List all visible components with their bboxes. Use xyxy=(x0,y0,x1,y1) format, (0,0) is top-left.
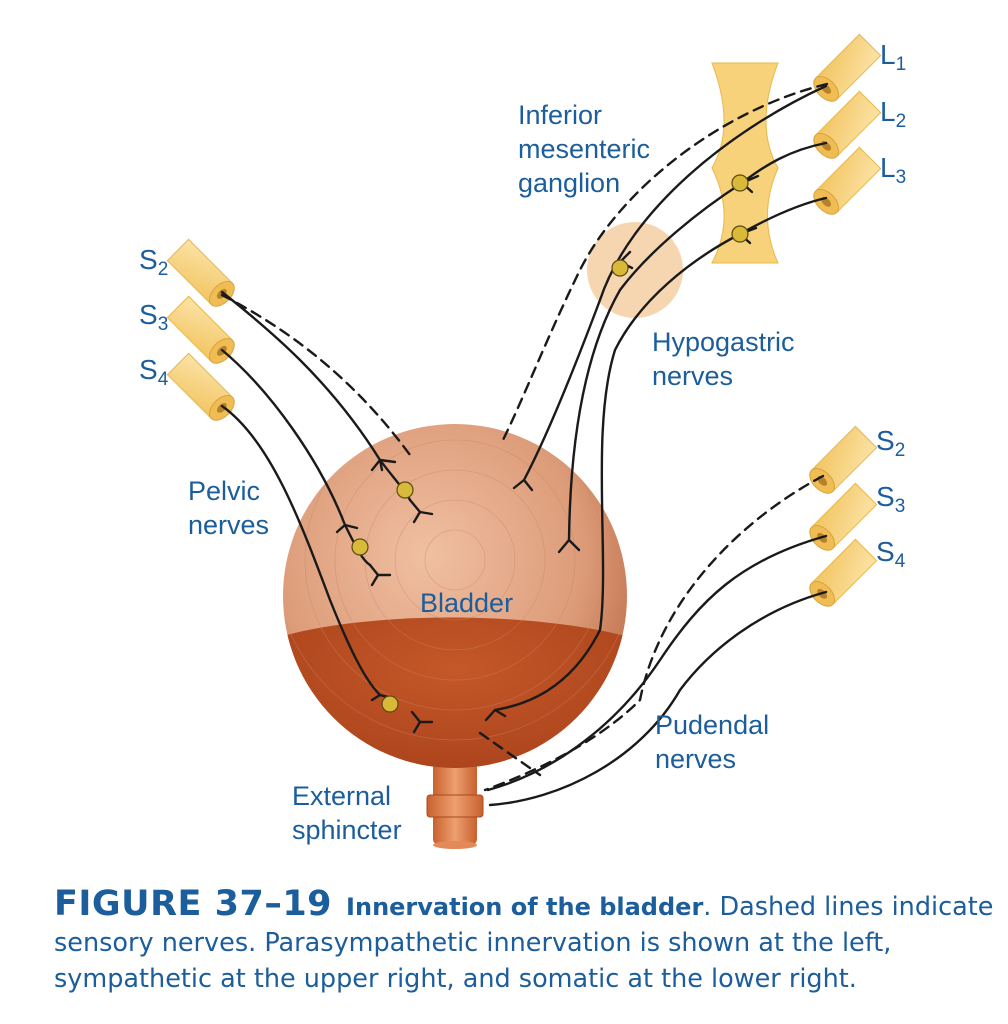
root-right-s2 xyxy=(809,425,878,494)
sympathetic-chain xyxy=(711,62,779,264)
somatic-fiber-s3 xyxy=(486,534,828,792)
external-sphincter-label: External sphincter xyxy=(292,779,402,847)
sensory-fiber-sympathetic xyxy=(501,82,829,442)
label-line: External xyxy=(292,781,392,811)
root-left-s4 xyxy=(166,352,235,421)
bladder-label: Bladder xyxy=(420,588,514,618)
segment-label-l2: L2 xyxy=(880,96,907,133)
label-line: sphincter xyxy=(292,815,402,845)
root-l1 xyxy=(813,33,882,102)
segment-label-right-s3: S3 xyxy=(876,481,906,518)
root-right-s4 xyxy=(809,538,878,607)
sensory-fiber-pelvic xyxy=(220,293,412,457)
label-line: mesenteric xyxy=(518,134,651,164)
segment-label-left-s4: S4 xyxy=(139,354,169,391)
inferior-mesenteric-ganglion-label: Inferior mesenteric ganglion xyxy=(518,98,650,200)
parasympathetic-fiber-s4 xyxy=(220,404,382,697)
figure-caption: FIGURE 37–19 Innervation of the bladder. … xyxy=(54,886,994,997)
label-line: nerves xyxy=(655,744,737,774)
segment-label-left-s2: S2 xyxy=(139,244,169,281)
segment-label-right-s2: S2 xyxy=(876,425,906,462)
ganglion-cells xyxy=(351,174,749,713)
sympathetic-fiber-2 xyxy=(567,141,828,542)
figure-number: FIGURE 37–19 xyxy=(54,884,333,924)
root-l2 xyxy=(813,90,882,159)
caption-text: . Dashed lines indicate sensory nerves. … xyxy=(54,892,994,994)
label-line: Inferior xyxy=(518,100,603,130)
label-line: nerves xyxy=(652,361,734,391)
external-sphincter xyxy=(426,794,484,818)
root-l3 xyxy=(813,146,882,215)
sympathetic-fiber-1 xyxy=(522,84,828,482)
pudendal-nerves-label: Pudendal nerves xyxy=(655,708,769,776)
somatic-fiber-s4 xyxy=(488,590,828,807)
root-left-s2 xyxy=(166,238,235,307)
hypogastric-nerves-label: Hypogastric nerves xyxy=(652,325,795,393)
label-line: Pelvic xyxy=(188,476,261,506)
root-right-s3 xyxy=(809,482,878,551)
label-line: Pudendal xyxy=(655,710,770,740)
segment-label-left-s3: S3 xyxy=(139,299,169,336)
pelvic-nerves-label: Pelvic nerves xyxy=(188,474,269,542)
segment-label-right-s4: S4 xyxy=(876,536,906,573)
sensory-fiber-bladder-base xyxy=(478,731,542,777)
root-left-s3 xyxy=(166,295,235,364)
figure-title: Innervation of the bladder xyxy=(346,893,704,921)
label-line: nerves xyxy=(188,510,270,540)
segment-label-l1: L1 xyxy=(880,39,907,76)
label-line: Hypogastric xyxy=(652,327,795,357)
label-line: ganglion xyxy=(518,168,621,198)
segment-label-l3: L3 xyxy=(880,152,907,189)
